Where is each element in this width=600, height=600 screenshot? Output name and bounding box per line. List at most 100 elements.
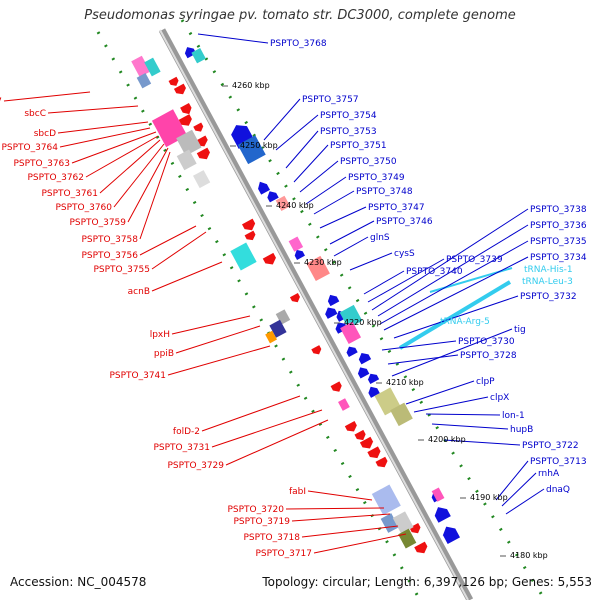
- right-label-leader: [275, 114, 319, 151]
- feature-block-13-shape: [275, 309, 291, 325]
- gene-forward-10-shape: [289, 293, 300, 303]
- gene-reverse-10: [358, 352, 372, 365]
- left-gene-label: PSPTO_3762: [27, 173, 84, 183]
- right-gene-label: hupB: [510, 425, 533, 435]
- left-gene-label: PSPTO_3758: [81, 235, 138, 245]
- gene-forward-16: [367, 446, 381, 459]
- feature-block-22-shape: [380, 513, 399, 533]
- gene-reverse-12: [367, 373, 380, 385]
- left-gene-label: PSPTO_3764: [1, 143, 58, 153]
- feature-block-2: [136, 73, 152, 89]
- right-gene-label: clpX: [490, 393, 509, 403]
- feature-block-22: [380, 513, 399, 533]
- right-gene-label: PSPTO_3747: [368, 203, 425, 213]
- right-label-leader: [501, 472, 537, 507]
- feature-block-3: [191, 48, 206, 64]
- right-gene-label: PSPTO_3750: [340, 157, 397, 167]
- rna-gene-label: tRNA-Leu-3: [522, 277, 573, 287]
- gene-reverse-0: [184, 47, 197, 59]
- feature-block-13: [275, 309, 291, 325]
- right-label-leader: [349, 252, 393, 271]
- gene-forward-1-shape: [173, 83, 186, 95]
- right-label-leader: [405, 380, 475, 405]
- gene-forward-19: [414, 541, 428, 554]
- gene-forward-15: [359, 436, 374, 449]
- left-label-leader: [151, 261, 223, 292]
- feature-block-2-shape: [136, 73, 152, 89]
- left-label-leader: [59, 127, 151, 148]
- gene-reverse-10-shape: [358, 352, 372, 365]
- left-label-leader: [301, 525, 399, 538]
- gene-forward-6-shape: [196, 147, 210, 160]
- left-label-leader: [113, 143, 165, 208]
- right-gene-label: lon-1: [502, 411, 525, 421]
- gene-forward-3-shape: [178, 114, 192, 126]
- feature-block-14-shape: [269, 319, 287, 338]
- left-label-leader: [127, 147, 169, 223]
- gene-forward-7: [242, 218, 256, 231]
- feature-block-15-shape: [265, 330, 277, 344]
- gene-forward-0: [168, 76, 179, 86]
- right-label-leader: [381, 340, 457, 351]
- right-gene-label: PSPTO_3730: [458, 337, 515, 347]
- left-label-leader: [57, 121, 149, 134]
- left-label-leader: [47, 105, 139, 114]
- feature-block-5: [176, 129, 202, 156]
- left-label-leader: [291, 513, 391, 522]
- left-gene-label: lpxH: [150, 330, 170, 340]
- scale-tick-label: 4210 kbp: [386, 378, 424, 387]
- left-gene-label: PSPTO_3763: [13, 159, 70, 169]
- right-label-leader: [367, 258, 445, 303]
- right-gene-label: PSPTO_3748: [356, 187, 413, 197]
- right-gene-label: clpP: [476, 377, 495, 387]
- feature-block-16-shape: [339, 304, 363, 329]
- gene-reverse-11-shape: [357, 367, 370, 379]
- gene-forward-15-shape: [359, 436, 374, 449]
- scale-tick-label: 4180 kbp: [510, 551, 548, 560]
- left-gene-label: sbcC: [24, 109, 46, 119]
- scale-tick-label: 4260 kbp: [232, 81, 270, 90]
- left-label-leader: [99, 139, 161, 194]
- left-gene-label: sbcD: [34, 129, 56, 139]
- feature-block-6: [176, 149, 197, 171]
- feature-block-14: [269, 319, 287, 338]
- right-label-leader: [285, 130, 319, 169]
- gene-forward-9-shape: [262, 252, 276, 265]
- map-title: Pseudomonas syringae pv. tomato str. DC3…: [84, 8, 516, 23]
- gene-forward-14: [354, 429, 366, 441]
- feature-block-17-shape: [340, 321, 362, 344]
- right-gene-label: PSPTO_3736: [530, 221, 587, 231]
- right-gene-label: PSPTO_3751: [330, 141, 387, 151]
- left-label-leader: [171, 315, 251, 335]
- right-label-leader: [293, 144, 329, 183]
- right-gene-label: PSPTO_3757: [302, 95, 359, 105]
- right-label-leader: [197, 33, 269, 44]
- left-label-leader: [3, 91, 91, 102]
- right-label-leader: [263, 98, 301, 141]
- right-label-leader: [393, 295, 519, 339]
- feature-block-3-shape: [191, 48, 206, 64]
- left-gene-label: PSPTO_3729: [167, 461, 224, 471]
- right-gene-label: PSPTO_3734: [530, 253, 587, 263]
- gene-forward-12-shape: [330, 381, 342, 392]
- right-gene-label: PSPTO_3739: [446, 255, 503, 265]
- right-label-leader: [299, 160, 339, 193]
- right-label-leader: [333, 236, 369, 257]
- gene-reverse-13: [368, 386, 380, 398]
- gene-reverse-2: [258, 181, 270, 195]
- gene-forward-8-shape: [244, 230, 256, 241]
- gene-forward-7-shape: [242, 218, 256, 231]
- gene-reverse-9: [346, 346, 358, 357]
- gene-reverse-4: [294, 249, 305, 260]
- left-label-leader: [167, 345, 271, 376]
- left-label-leader: [139, 151, 171, 240]
- gene-forward-4: [193, 122, 204, 132]
- right-gene-label: PSPTO_3713: [530, 457, 587, 467]
- gene-reverse-6: [325, 307, 338, 319]
- scale-tick-label: 4220 kbp: [344, 318, 382, 327]
- feature-block-5-shape: [176, 129, 202, 156]
- feature-block-1: [144, 57, 161, 77]
- gene-forward-6: [196, 147, 210, 160]
- gene-reverse-11: [357, 367, 370, 379]
- feature-block-12: [306, 255, 330, 282]
